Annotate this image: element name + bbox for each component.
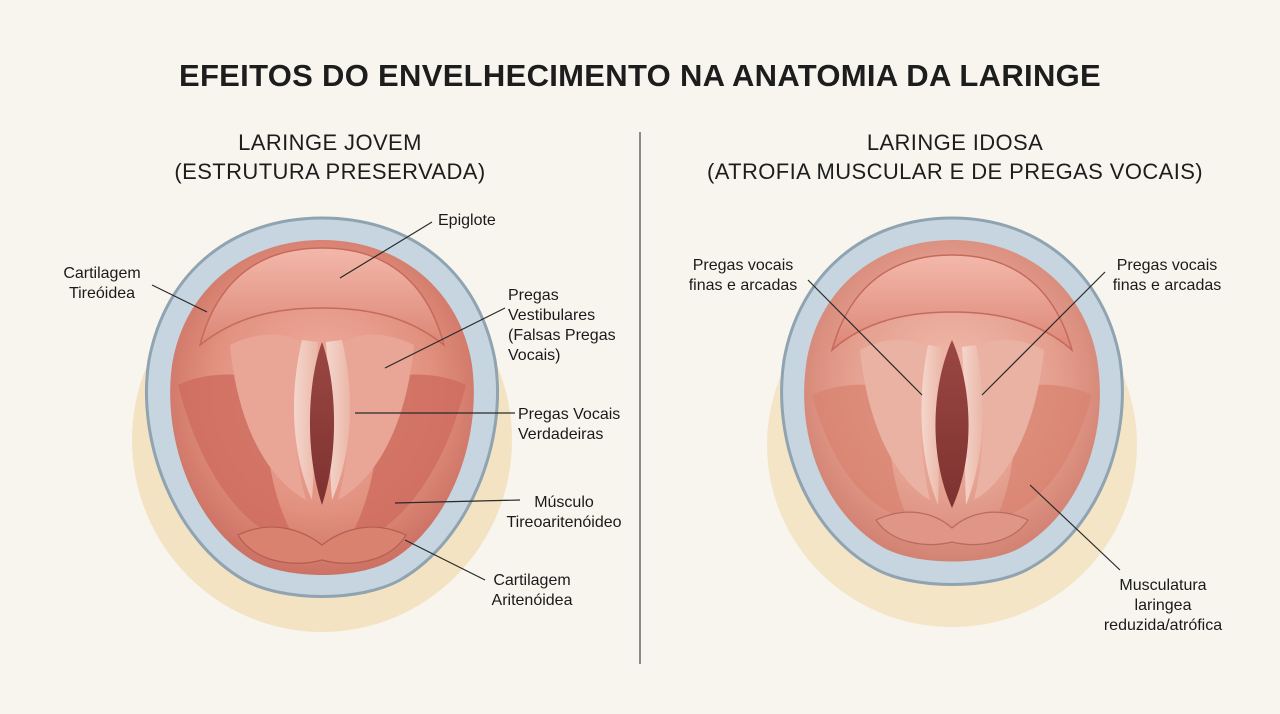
label-pregas-finas-direita-line2: finas e arcadas: [1112, 277, 1222, 294]
aged-arytenoid: [875, 511, 1029, 546]
label-epiglote: Epiglote: [438, 211, 496, 231]
aged-glottis: [935, 340, 969, 508]
aged-larynx: [767, 216, 1137, 627]
aged-vocal-fold-right: [962, 345, 983, 505]
label-cartilagem-tireoidea-line1: Cartilagem: [63, 265, 141, 282]
left-panel-title-line1: LARINGE JOVEM: [238, 130, 422, 155]
panel-divider: [639, 132, 641, 664]
aged-vestibular-fold-left: [860, 339, 930, 500]
label-pregas-finas-direita: Pregas vocais finas e arcadas: [1104, 256, 1230, 296]
label-musculatura-reduzida-line1: Musculatura: [1119, 577, 1207, 594]
label-pregas-vestibulares-line3: (Falsas Pregas: [508, 327, 616, 344]
label-musculatura-reduzida-line3: reduzida/atrófica: [1103, 617, 1223, 634]
right-panel-title-line2: (ATROFIA MUSCULAR E DE PREGAS VOCAIS): [706, 159, 1204, 184]
label-pregas-vestibulares-line2: Vestibulares: [508, 307, 596, 324]
label-pregas-finas-esquerda-line2: finas e arcadas: [688, 277, 798, 294]
left-panel-title: LARINGE JOVEM (ESTRUTURA PRESERVADA): [140, 128, 520, 186]
young-larynx: [132, 216, 521, 632]
label-musculo-tireoaritenoideo-line2: Tireoaritenóideo: [506, 514, 622, 531]
young-muscle-left: [178, 374, 300, 548]
label-pregas-finas-esquerda-line1: Pregas vocais: [692, 257, 794, 274]
label-pregas-finas-esquerda: Pregas vocais finas e arcadas: [680, 256, 806, 296]
label-epiglote-line1: Epiglote: [438, 212, 496, 229]
right-panel-title-line1: LARINGE IDOSA: [866, 130, 1044, 155]
young-arytenoid: [237, 526, 407, 564]
page-title: EFEITOS DO ENVELHECIMENTO NA ANATOMIA DA…: [178, 58, 1102, 93]
label-cartilagem-tireoidea-line2: Tireóidea: [68, 285, 136, 302]
label-cartilagem-aritenoidea-line2: Aritenóidea: [491, 592, 573, 609]
label-musculo-tireoaritenoideo: Músculo Tireoaritenóideo: [498, 493, 630, 533]
label-pregas-vestibulares: Pregas Vestibulares (Falsas Pregas Vocai…: [508, 286, 616, 366]
young-leader-lines: [151, 221, 521, 581]
young-muscle-right: [344, 374, 466, 548]
label-pregas-vocais-verdadeiras-line2: Verdadeiras: [518, 426, 604, 443]
label-pregas-finas-direita-line1: Pregas vocais: [1116, 257, 1218, 274]
aged-epiglottis: [830, 254, 1074, 353]
label-musculatura-reduzida: Musculatura laringea reduzida/atrófica: [1088, 576, 1238, 636]
label-musculatura-reduzida-line2: laringea: [1134, 597, 1192, 614]
right-panel-title: LARINGE IDOSA (ATROFIA MUSCULAR E DE PRE…: [680, 128, 1230, 186]
label-musculo-tireoaritenoideo-line1: Músculo: [534, 494, 594, 511]
label-cartilagem-aritenoidea: Cartilagem Aritenóidea: [482, 571, 582, 611]
label-pregas-vocais-verdadeiras: Pregas Vocais Verdadeiras: [518, 405, 620, 445]
aged-vocal-fold-left: [921, 345, 942, 505]
label-pregas-vocais-verdadeiras-line1: Pregas Vocais: [518, 406, 621, 423]
aged-vestibular-fold-right: [974, 339, 1044, 500]
label-cartilagem-aritenoidea-line1: Cartilagem: [493, 572, 571, 589]
young-epiglottis: [198, 247, 446, 347]
aged-leader-lines: [807, 271, 1121, 571]
left-panel-title-line2: (ESTRUTURA PRESERVADA): [174, 159, 486, 184]
label-cartilagem-tireoidea: Cartilagem Tireóidea: [52, 264, 152, 304]
label-pregas-vestibulares-line4: Vocais): [508, 347, 561, 364]
young-vestibular-fold-right: [338, 334, 414, 500]
young-glottis: [309, 342, 335, 505]
label-pregas-vestibulares-line1: Pregas: [508, 287, 559, 304]
young-vocal-fold-left: [293, 340, 318, 500]
young-vestibular-fold-left: [230, 334, 306, 500]
young-vocal-fold-right: [326, 340, 351, 500]
